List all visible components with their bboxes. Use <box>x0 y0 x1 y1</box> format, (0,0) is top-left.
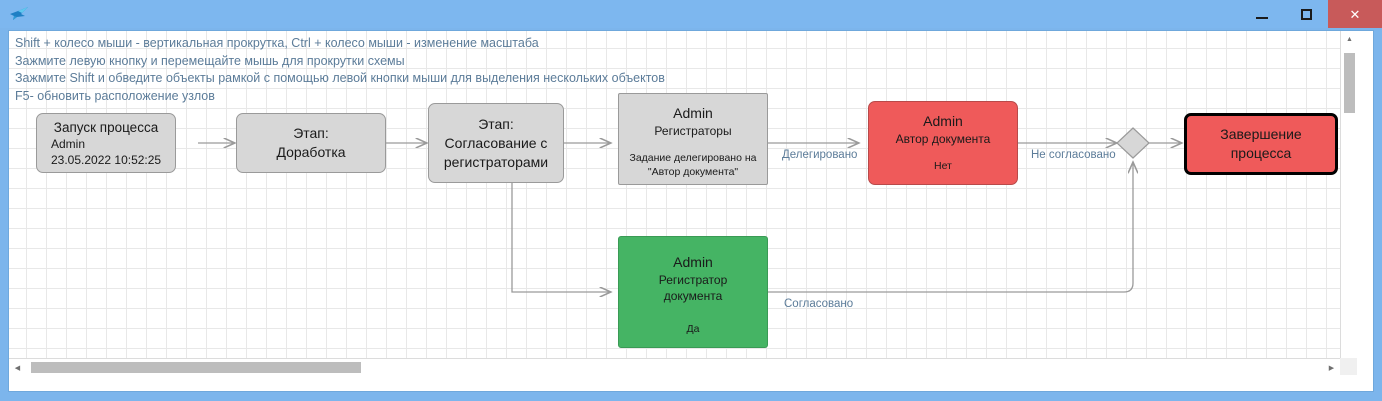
node-task-registrar-doc-role2: документа <box>663 289 723 303</box>
edge-label-approved: Согласовано <box>784 298 854 310</box>
node-end[interactable]: Завершение процесса <box>1184 113 1338 175</box>
hint-line-3: Зажмите Shift и обведите объекты рамкой … <box>15 71 665 85</box>
horizontal-scrollbar[interactable]: ◀ ▶ <box>9 358 1357 375</box>
hint-line-2: Зажмите левую кнопку и перемещайте мышь … <box>15 53 405 68</box>
scroll-left-icon[interactable]: ◀ <box>9 359 26 375</box>
edge-label-delegated: Делегировано <box>782 149 858 161</box>
node-start-title: Запуск процесса <box>53 119 159 135</box>
edge-approved <box>768 162 1133 293</box>
vertical-scrollbar[interactable]: ▲ ▼ <box>1340 31 1357 375</box>
node-stage-approval-line2: Согласование с <box>444 134 548 151</box>
maximize-icon <box>1300 8 1312 20</box>
maximize-button[interactable] <box>1284 0 1328 28</box>
edge-approval-to-registrar-doc <box>511 177 611 292</box>
close-icon: ✕ <box>1349 6 1361 22</box>
minimize-button[interactable] <box>1240 0 1284 28</box>
node-stage-approval-line3: регистраторами <box>443 153 549 170</box>
bird-icon <box>10 7 28 20</box>
node-task-registrar-doc[interactable]: Admin Регистратор документа Да <box>618 236 768 348</box>
node-start[interactable]: Запуск процесса Admin 23.05.2022 10:52:2… <box>36 113 176 173</box>
edge-label-not-approved: Не согласовано <box>1031 149 1116 161</box>
node-start-timestamp: 23.05.2022 10:52:25 <box>51 152 162 167</box>
diagram-canvas[interactable]: Shift + колесо мыши - вертикальная прокр… <box>9 31 1357 375</box>
node-task-registrar-doc-user: Admin <box>673 254 713 270</box>
node-end-line2: процесса <box>1230 145 1292 161</box>
decision-gateway-shape <box>1116 127 1150 159</box>
node-task-author-role: Автор документа <box>895 132 991 146</box>
node-task-author-user: Admin <box>923 113 963 129</box>
node-task-registrars-note1: Задание делегировано на <box>629 152 757 164</box>
node-start-user: Admin <box>51 136 86 151</box>
scroll-right-icon[interactable]: ▶ <box>1323 359 1340 375</box>
node-task-registrars-role: Регистраторы <box>654 124 732 138</box>
hint-line-1: Shift + колесо мыши - вертикальная прокр… <box>15 36 539 50</box>
connector-layer <box>198 127 1357 375</box>
node-stage-approval-line1: Этап: <box>478 115 514 132</box>
hint-line-4: F5- обновить расположение узлов <box>15 88 215 103</box>
close-button[interactable]: ✕ <box>1328 0 1382 28</box>
node-end-line1: Завершение <box>1220 126 1302 142</box>
node-task-registrars-note2: "Автор документа" <box>647 166 739 178</box>
horizontal-scroll-thumb[interactable] <box>31 362 361 373</box>
node-stage-approval[interactable]: Этап: Согласование с регистраторами <box>428 103 564 183</box>
node-task-author[interactable]: Admin Автор документа Нет <box>868 101 1018 185</box>
hint-text-block: Shift + колесо мыши - вертикальная прокр… <box>15 35 1115 105</box>
node-task-registrar-doc-role1: Регистратор <box>658 273 728 287</box>
minimize-icon <box>1256 16 1268 19</box>
node-stage-revision-line1: Этап: <box>293 125 329 141</box>
node-stage-revision-line2: Доработка <box>276 144 346 160</box>
window-controls: ✕ <box>1240 0 1382 28</box>
scrollbar-corner <box>1340 358 1357 375</box>
scroll-up-icon[interactable]: ▲ <box>1341 31 1357 48</box>
node-task-registrars[interactable]: Admin Регистраторы Задание делегировано … <box>618 93 768 185</box>
node-task-author-result: Нет <box>934 160 952 172</box>
node-task-registrars-user: Admin <box>673 105 713 121</box>
node-task-registrar-doc-result: Да <box>686 323 700 335</box>
vertical-scroll-thumb[interactable] <box>1344 53 1355 113</box>
title-bar[interactable]: ✕ <box>0 0 1382 28</box>
node-stage-revision[interactable]: Этап: Доработка <box>236 113 386 173</box>
diagram-frame: Shift + колесо мыши - вертикальная прокр… <box>8 30 1374 392</box>
